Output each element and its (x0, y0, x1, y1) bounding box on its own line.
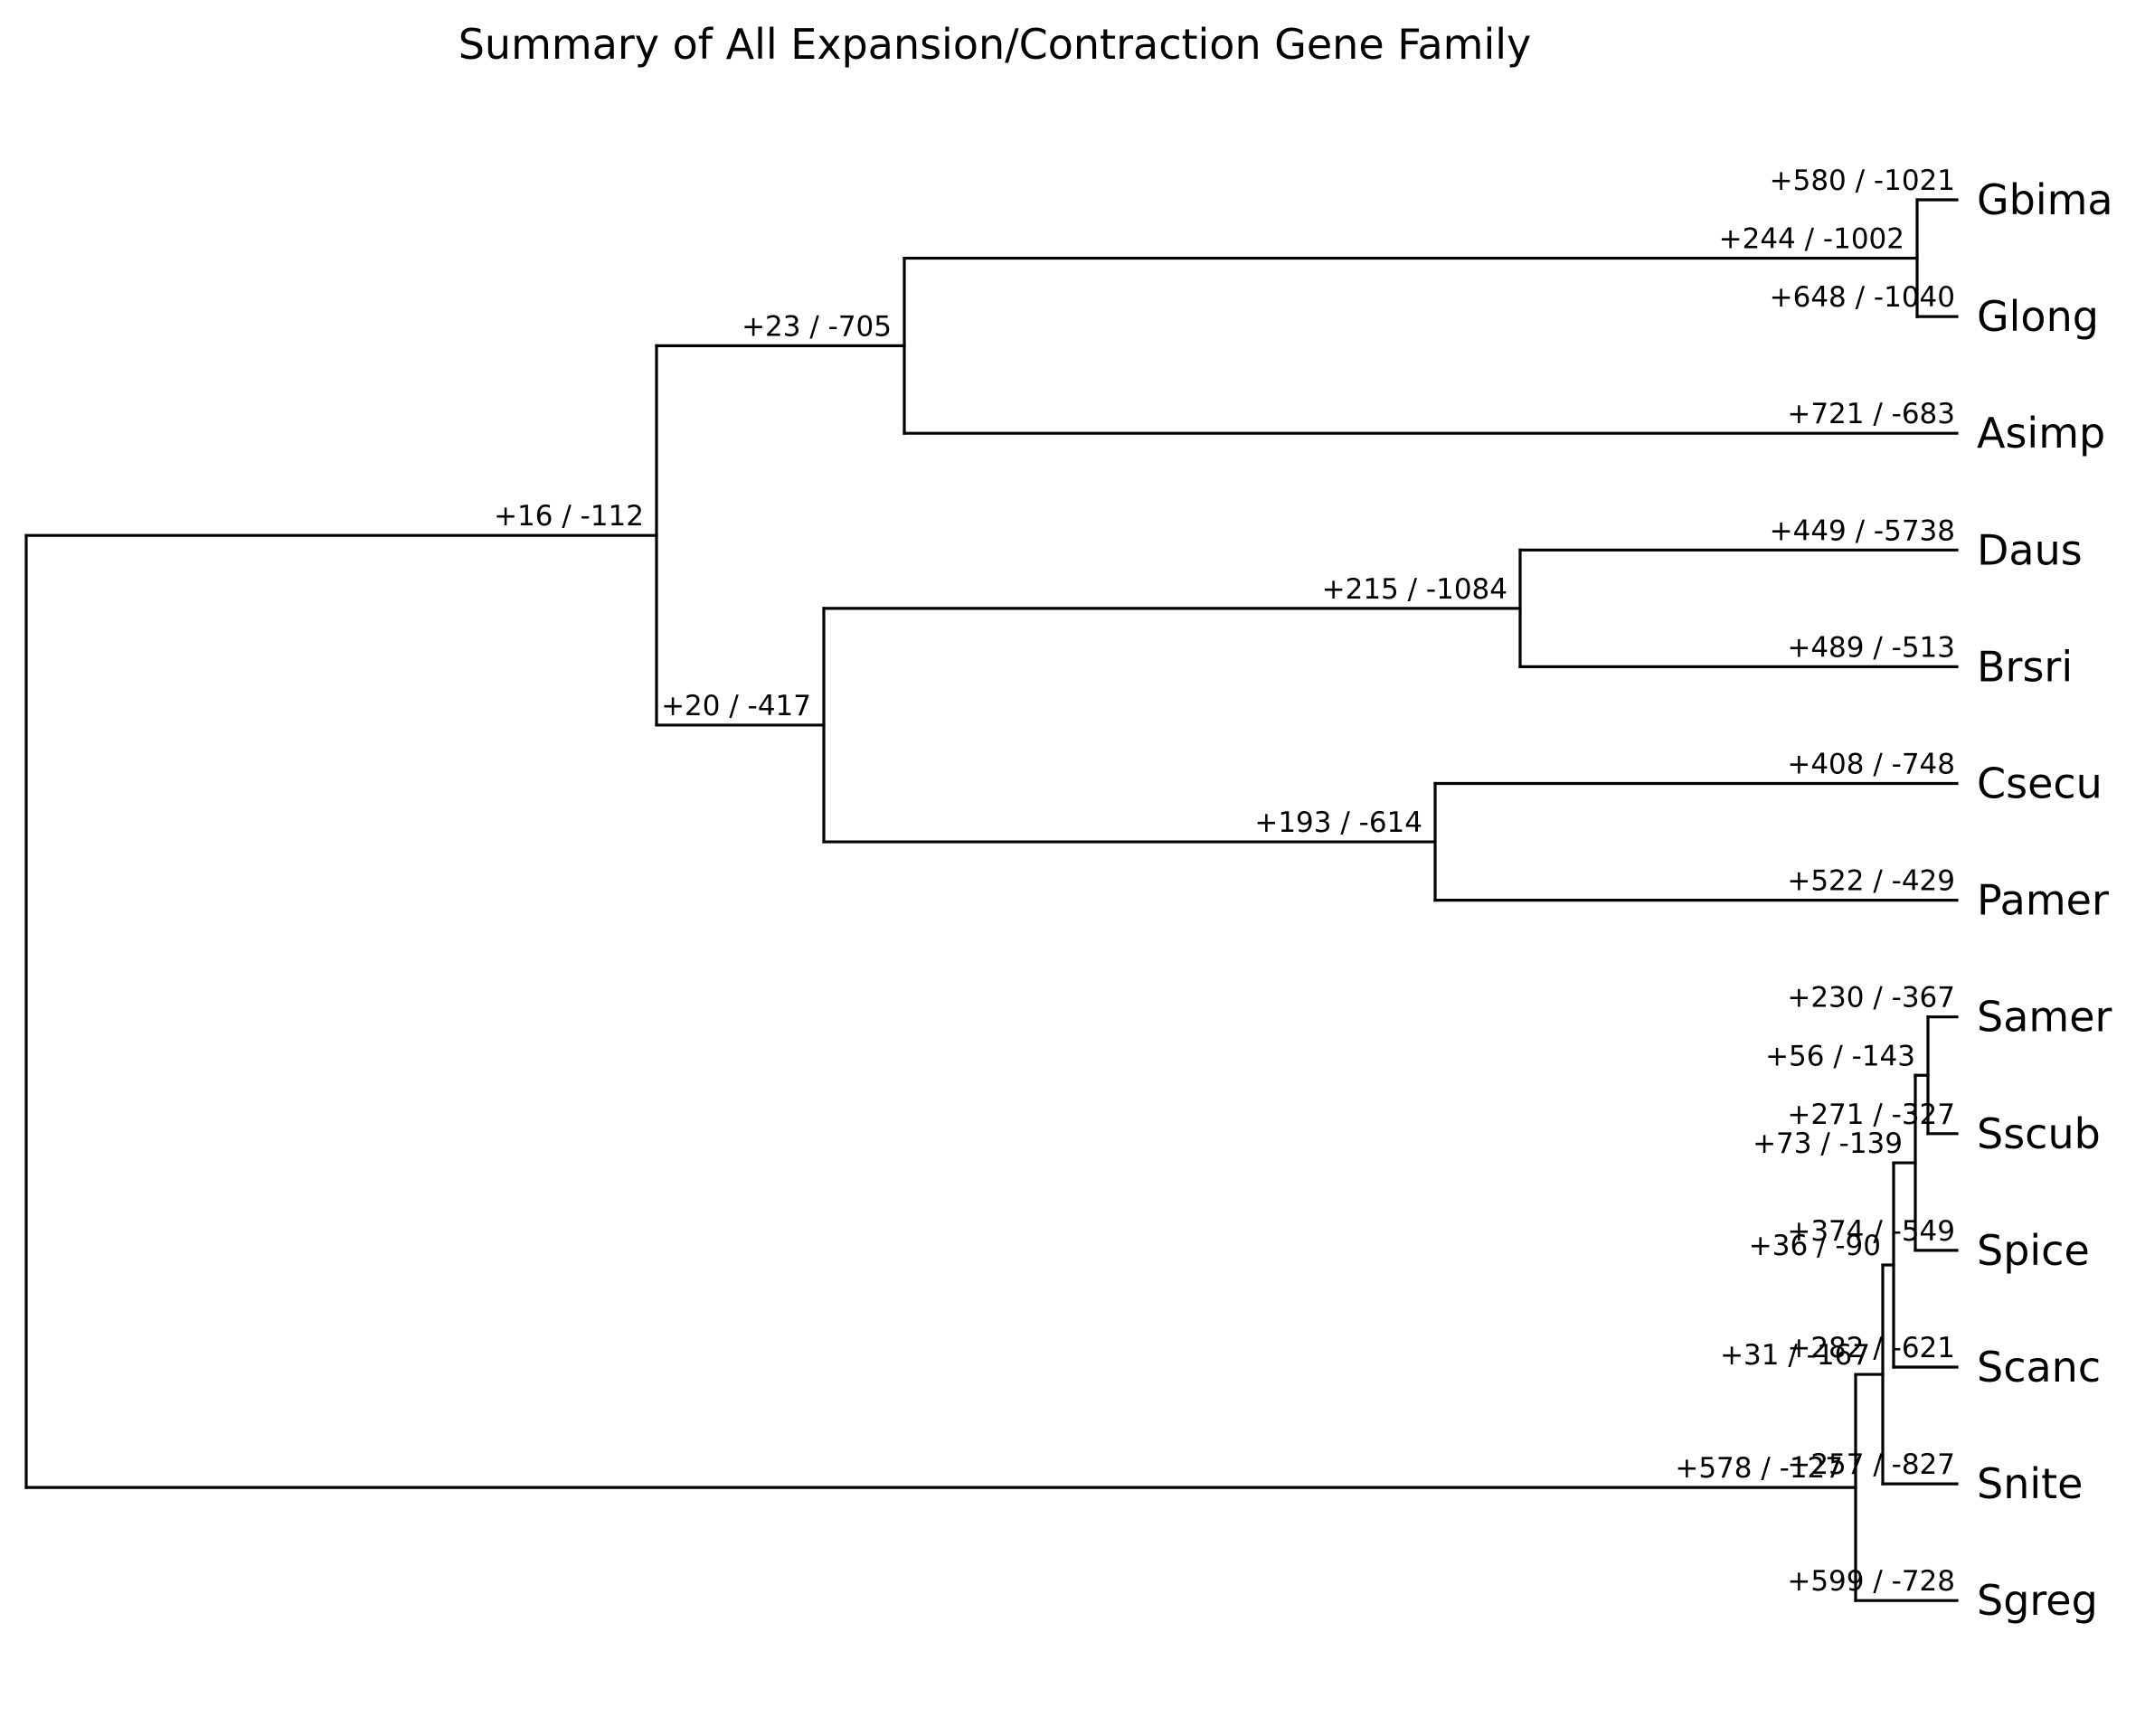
branch-label-csecu: +408 / -748 (1787, 749, 1955, 781)
tip-label-scanc: Scanc (1977, 1343, 2101, 1392)
tip-label-csecu: Csecu (1977, 760, 2102, 808)
branch-label-n-gbima-glong: +244 / -1002 (1719, 223, 1904, 256)
tip-label-brsri: Brsri (1977, 642, 2073, 691)
branch-label-n-samer-sscub: +56 / -143 (1765, 1040, 1915, 1072)
branch-label-sgreg: +599 / -728 (1787, 1565, 1955, 1598)
branch-label-n-samer-spice: +73 / -139 (1753, 1127, 1903, 1160)
branch-label-glong: +648 / -1040 (1770, 281, 1955, 314)
branch-label-n-gbima-asimp: +23 / -705 (742, 310, 892, 343)
tip-label-pamer: Pamer (1977, 876, 2109, 925)
tip-label-samer: Samer (1977, 993, 2112, 1042)
branch-label-n-gbima-pamer: +16 / -112 (494, 500, 644, 533)
branch-label-scanc: +282 / -621 (1787, 1332, 1955, 1364)
tip-label-snite: Snite (1977, 1459, 2083, 1508)
branch-label-n-samer-snite: +31 / -167 (1720, 1339, 1870, 1372)
branch-label-samer: +230 / -367 (1787, 982, 1955, 1014)
branch-label-n-samer-sgreg: +578 / -127 (1675, 1452, 1843, 1485)
tip-label-sgreg: Sgreg (1977, 1576, 2098, 1625)
branch-label-n-daus-pamer: +20 / -417 (661, 690, 811, 722)
branch-label-n-csecu-pamer: +193 / -614 (1254, 807, 1422, 839)
tip-label-spice: Spice (1977, 1226, 2090, 1275)
branch-label-asimp: +721 / -683 (1787, 398, 1955, 430)
branch-label-daus: +449 / -5738 (1770, 514, 1955, 547)
tip-label-daus: Daus (1977, 525, 2083, 574)
branch-label-snite: +257 / -827 (1787, 1448, 1955, 1481)
branch-label-gbima: +580 / -1021 (1770, 165, 1955, 197)
branch-label-n-daus-brsri: +215 / -1084 (1322, 573, 1507, 606)
tip-label-sscub: Sscub (1977, 1109, 2101, 1158)
figure-title: Summary of All Expansion/Contraction Gen… (458, 20, 1532, 69)
tip-label-glong: Glong (1977, 292, 2099, 341)
branch-label-spice: +374 / -549 (1787, 1215, 1955, 1248)
tip-label-gbima: Gbima (1977, 175, 2113, 224)
branch-label-brsri: +489 / -513 (1787, 631, 1955, 664)
branch-label-sscub: +271 / -327 (1787, 1099, 1955, 1131)
branch-label-n-samer-scanc: +36 / -90 (1749, 1230, 1881, 1262)
branch-label-pamer: +522 / -429 (1787, 865, 1955, 898)
tip-label-asimp: Asimp (1977, 409, 2105, 458)
